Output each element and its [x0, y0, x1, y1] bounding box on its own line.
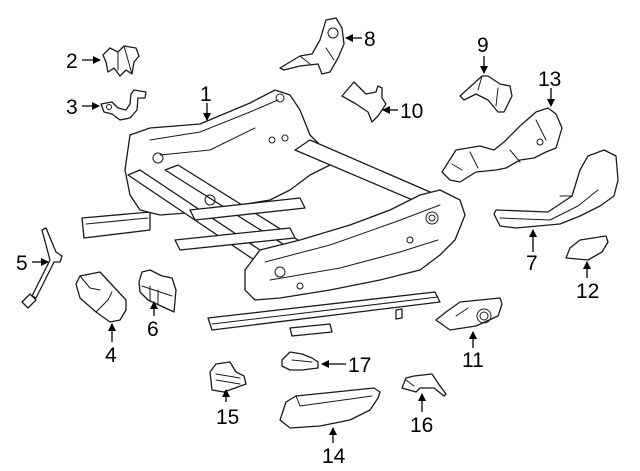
callout-4[interactable]: 4: [105, 344, 117, 367]
callout-14[interactable]: 14: [322, 445, 346, 468]
part-10-bracket[interactable]: [341, 81, 387, 123]
callout-17[interactable]: 17: [348, 354, 371, 377]
callout-1[interactable]: 1: [200, 83, 212, 106]
part-2-clip[interactable]: [102, 45, 140, 77]
callout-13[interactable]: 13: [538, 68, 561, 91]
part-5-cable[interactable]: [21, 227, 63, 309]
callout-16[interactable]: 16: [410, 414, 433, 437]
callout-2[interactable]: 2: [66, 50, 78, 73]
callout-7[interactable]: 7: [526, 252, 538, 275]
callout-12[interactable]: 12: [576, 280, 599, 303]
part-9-bracket[interactable]: [459, 75, 513, 113]
part-8-bracket[interactable]: [279, 17, 345, 75]
part-15-cap[interactable]: [209, 361, 247, 393]
part-3-bracket[interactable]: [100, 89, 147, 121]
callout-9[interactable]: 9: [477, 34, 489, 57]
part-12-cap[interactable]: [565, 235, 609, 261]
part-11-trim[interactable]: [435, 297, 503, 331]
part-17-cap[interactable]: [281, 351, 319, 371]
part-4-cover[interactable]: [75, 271, 127, 323]
callout-11[interactable]: 11: [462, 349, 484, 372]
part-1-seat-track-frame[interactable]: [81, 89, 466, 337]
part-16-clip[interactable]: [401, 373, 447, 397]
part-6-switch[interactable]: [138, 269, 177, 313]
callout-8[interactable]: 8: [364, 28, 376, 51]
callout-10[interactable]: 10: [400, 100, 423, 123]
callout-5[interactable]: 5: [16, 252, 28, 275]
callout-3[interactable]: 3: [66, 96, 78, 119]
part-7-side-shield[interactable]: [493, 149, 619, 229]
part-13-recliner[interactable]: [441, 107, 563, 183]
callout-6[interactable]: 6: [147, 318, 159, 341]
callout-15[interactable]: 15: [216, 406, 239, 429]
part-14-front-cover[interactable]: [279, 387, 381, 429]
